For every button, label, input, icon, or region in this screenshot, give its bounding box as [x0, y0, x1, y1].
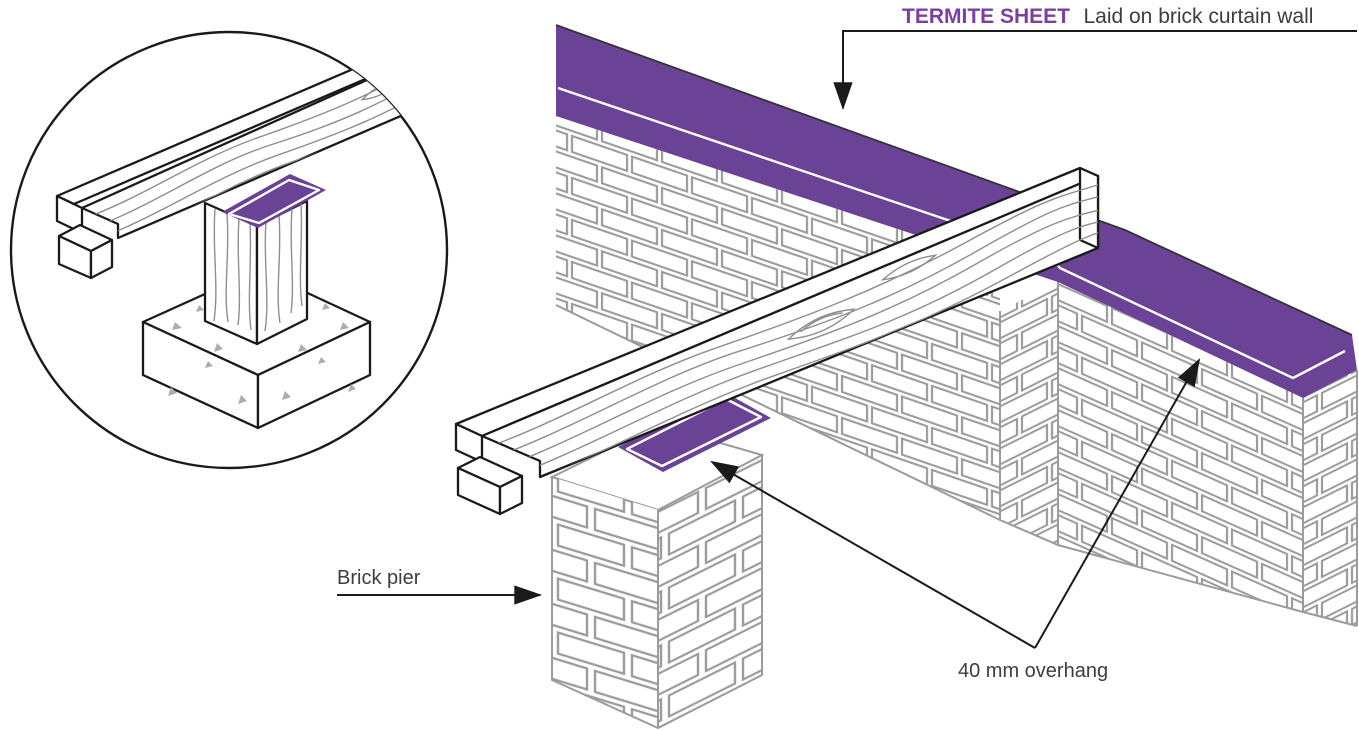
post-cap-surface [222, 174, 326, 228]
detail-inset-circle [9, 30, 449, 470]
brick-pier [549, 423, 765, 730]
diagram-title: TERMITE SHEET Laid on brick curtain wall [902, 5, 1313, 28]
pier-cap-inset-line [625, 397, 763, 468]
termite-sheet-surface [556, 25, 1357, 398]
pier-left-face [552, 477, 658, 728]
post-cap-inset-line [227, 178, 321, 225]
pier-edges [551, 455, 763, 730]
wall-edges [555, 282, 1358, 627]
title-rest: Laid on brick curtain wall [1083, 5, 1313, 28]
bearer-end-face-right [1078, 166, 1100, 250]
overhang-leader-line-wall [1034, 358, 1201, 649]
brick-pier-label: Brick pier [337, 567, 421, 589]
pier-right-face [658, 455, 762, 728]
bearer-side-face [480, 174, 1100, 479]
bearer-notch-block [456, 455, 524, 516]
wall-right-end-face [1303, 370, 1357, 626]
inset-bearer-notch-block [57, 223, 114, 280]
inset-timber-bearer [55, 34, 447, 280]
termite-sheet-fold-line [557, 86, 1346, 380]
timber-bearer [454, 166, 1100, 516]
bearer-wood-grain [482, 179, 1098, 477]
wall-right-face [1058, 282, 1303, 612]
timber-post [203, 199, 309, 346]
overhang-leader-line-pier [710, 460, 1036, 649]
post-wood-grain [213, 203, 303, 332]
termite-sheet-back-edge [555, 24, 1353, 336]
pier-cap-surface [618, 393, 771, 472]
termite-sheet [555, 24, 1357, 398]
wall-corner-return-face [1000, 282, 1058, 545]
title-highlight: TERMITE SHEET [902, 5, 1070, 28]
pier-termite-cap [618, 393, 771, 472]
post-termite-cap [222, 174, 326, 228]
callouts: TERMITE SHEET Laid on brick curtain wall… [337, 5, 1357, 682]
termite-sheet-leader-line [833, 30, 1357, 111]
overhang-label: 40 mm overhang [958, 660, 1108, 682]
